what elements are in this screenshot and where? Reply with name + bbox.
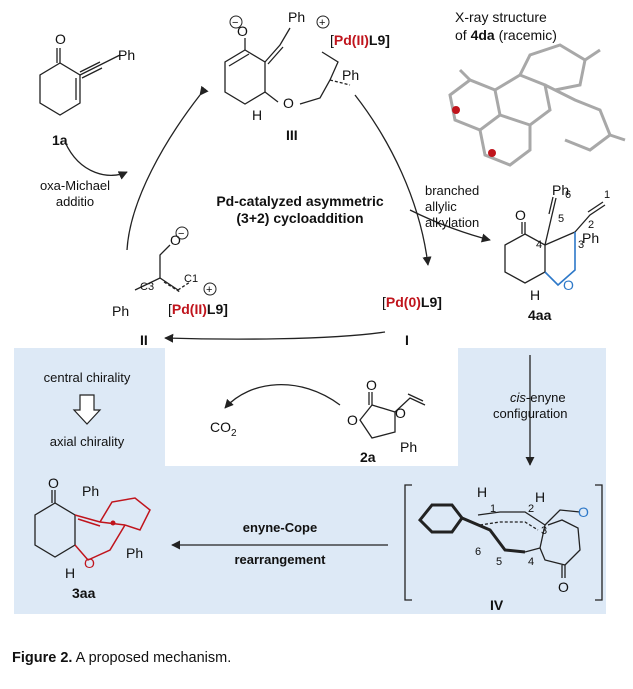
compound-1a — [39, 48, 121, 116]
arrow-2a-co2 — [224, 384, 341, 409]
4aa-hydrogen: H — [530, 287, 540, 303]
4aa-num-2: 2 — [588, 219, 594, 231]
caption-label: Figure 2. — [12, 650, 73, 666]
cycle-title-line2: (3+2) cycloaddition — [236, 210, 363, 226]
2a-phenyl: Ph — [400, 439, 417, 455]
III-ring-oxygen: O — [283, 95, 294, 111]
II-minus-charge — [175, 226, 189, 240]
IV-num-5: 5 — [496, 556, 502, 568]
xray-title-line1: X-ray structure — [455, 9, 547, 25]
intermediate-IV-brackets — [404, 484, 603, 601]
III-oxygen: O — [237, 23, 248, 39]
step-branched-line3: alkylation — [425, 215, 479, 230]
IV-ring-oxygen: O — [578, 504, 589, 520]
IV-num-3: 3 — [541, 525, 547, 537]
3aa-allene-center — [110, 520, 116, 526]
co2-label: CO2 — [210, 419, 237, 439]
xray-oxygen-atom-1 — [452, 106, 460, 114]
IV-num-2: 2 — [528, 503, 534, 515]
step-cis-enyne-line1: cis-enyne — [510, 390, 566, 405]
catalytic-cycle-arrows — [126, 85, 432, 343]
label-II: II — [140, 332, 148, 348]
IV-hydrogen-right: H — [535, 489, 545, 505]
IV-num-1: 1 — [490, 503, 496, 515]
step-enyne-cope-line1: enyne-Cope — [243, 520, 317, 535]
intermediate-III — [224, 27, 351, 105]
4aa-num-4: 4 — [536, 239, 542, 251]
1a-oxygen: O — [55, 31, 66, 47]
4aa-ketone-oxygen: O — [515, 207, 526, 223]
III-phenyl-side: Ph — [342, 67, 359, 83]
intermediate-II — [134, 244, 191, 293]
label-3aa: 3aa — [72, 585, 96, 601]
central-chirality-label: central chirality — [44, 370, 131, 385]
blue-panel — [14, 348, 606, 614]
step-oxa-michael-line2: additio — [56, 194, 94, 209]
label-4aa: 4aa — [528, 307, 552, 323]
IV-hydrogen-left: H — [477, 484, 487, 500]
figure-caption: Figure 2. A proposed mechanism. — [12, 650, 231, 666]
4aa-phenyl-side: Ph — [582, 230, 599, 246]
intermediate-IV — [417, 503, 581, 578]
IV-num-6: 6 — [475, 546, 481, 558]
xray-structure-image — [448, 43, 626, 167]
3aa-phenyl-top: Ph — [82, 483, 99, 499]
II-plus-sign: + — [206, 284, 212, 296]
axial-chirality-label: axial chirality — [50, 434, 125, 449]
1a-phenyl: Ph — [118, 47, 135, 63]
4aa-num-6: 6 — [565, 189, 571, 201]
xray-title-line2: of 4da (racemic) — [455, 27, 557, 43]
IV-ketone-oxygen: O — [558, 579, 569, 595]
II-oxygen: O — [170, 232, 181, 248]
3aa-ketone-oxygen: O — [48, 475, 59, 491]
4aa-num-1: 1 — [604, 189, 610, 201]
step-branched-line2: allylic — [425, 199, 457, 214]
III-phenyl-top: Ph — [288, 9, 305, 25]
compound-2a — [359, 392, 426, 439]
II-c3-label: C3 — [140, 281, 154, 293]
label-1a: 1a — [52, 132, 68, 148]
III-hydrogen: H — [252, 107, 262, 123]
III-minus-charge — [229, 15, 243, 29]
4aa-phenyl-top: Ph — [552, 182, 569, 198]
2a-ring-oxygen-right: O — [395, 405, 406, 421]
label-IV: IV — [490, 597, 504, 613]
step-oxa-michael-line1: oxa-Michael — [40, 178, 110, 193]
II-plus-charge — [203, 282, 217, 296]
2a-carbonyl-oxygen: O — [366, 377, 377, 393]
I-pd-complex: [Pd(0)L9] — [382, 294, 442, 310]
III-pd-complex: [Pd(II)L9] — [330, 32, 390, 48]
3aa-ring-oxygen: O — [84, 555, 95, 571]
II-phenyl: Ph — [112, 303, 129, 319]
caption-text: A proposed mechanism. — [75, 650, 232, 666]
4aa-num-5: 5 — [558, 213, 564, 225]
II-minus-sign: − — [178, 228, 184, 240]
II-c1-label: C1 — [184, 273, 198, 285]
step-enyne-cope-line2: rearrangement — [234, 552, 326, 567]
xray-oxygen-atom-2 — [488, 149, 496, 157]
III-plus-charge — [316, 15, 330, 29]
2a-ring-oxygen-left: O — [347, 412, 358, 428]
cycle-title-line1: Pd-catalyzed asymmetric — [216, 193, 384, 209]
4aa-ring-oxygen: O — [563, 277, 574, 293]
hollow-down-arrow — [72, 394, 102, 425]
step-cis-enyne-line2: configuration — [493, 406, 567, 421]
III-plus-sign: + — [319, 17, 325, 29]
label-I: I — [405, 332, 409, 348]
II-pd-complex: [Pd(II)L9] — [168, 301, 228, 317]
3aa-phenyl-bottom: Ph — [126, 545, 143, 561]
step-branched-line1: branched — [425, 183, 479, 198]
4aa-num-3: 3 — [578, 239, 584, 251]
label-III: III — [286, 127, 298, 143]
IV-num-4: 4 — [528, 556, 534, 568]
arrow-1a-entry — [64, 141, 128, 180]
III-minus-sign: − — [232, 17, 238, 29]
3aa-hydrogen: H — [65, 565, 75, 581]
label-2a: 2a — [360, 449, 376, 465]
3aa-allene-core — [74, 497, 151, 561]
arrow-to-4aa — [409, 209, 491, 243]
4aa-tetrahydrofuran-ring — [544, 232, 576, 287]
